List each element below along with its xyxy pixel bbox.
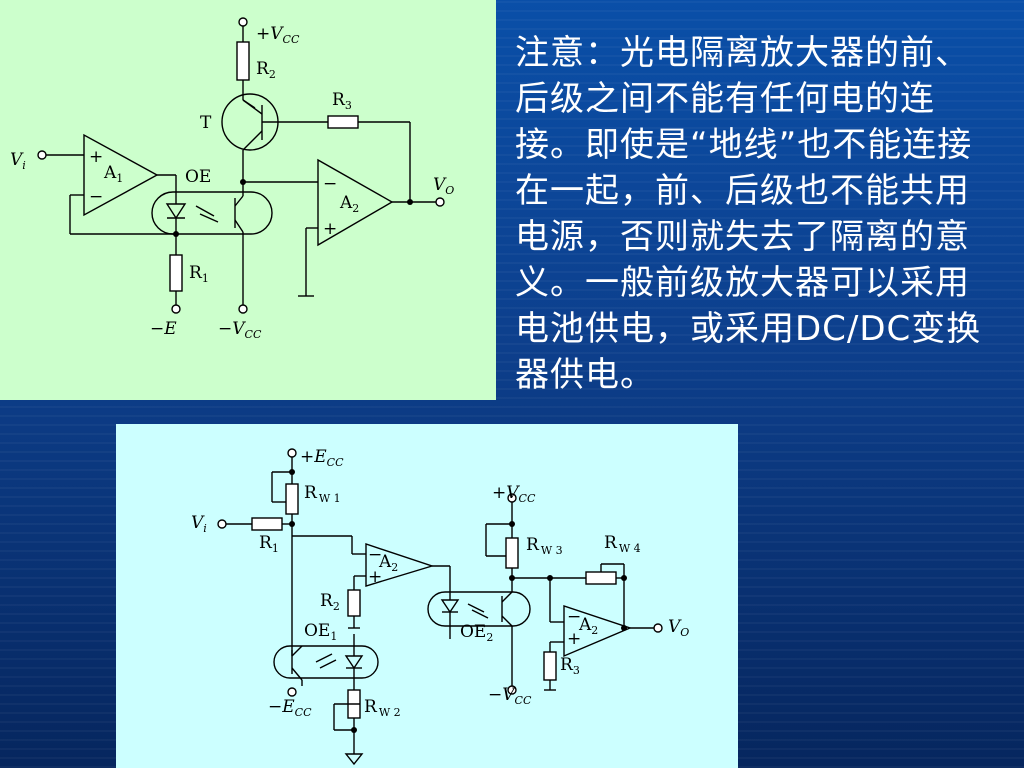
resistor-r2 — [236, 41, 250, 81]
resistor-r3-2 — [543, 651, 557, 681]
a1-label: A1 — [103, 163, 123, 185]
vcc-minus-label-2: −VCC — [488, 685, 532, 707]
vcc-plus-terminal — [238, 17, 248, 27]
opamp-a2-right — [563, 605, 632, 658]
vi-label-2: Vi — [191, 513, 207, 535]
svg-text:−: − — [89, 187, 103, 207]
potentiometer-rw3 — [505, 537, 519, 569]
vo-label-2: VO — [668, 617, 689, 639]
potentiometer-rw4 — [585, 571, 617, 585]
svg-text:−: − — [323, 174, 337, 194]
optocoupler-oe — [151, 191, 273, 235]
r3-label-2: R3 — [560, 655, 580, 677]
optocoupler-oe2 — [427, 591, 531, 627]
vcc-minus-label: −VCC — [218, 319, 262, 341]
led-oe1 — [344, 655, 364, 670]
circuit-panel-1: +VCC R2 T R3 Vi + − A1 — [0, 0, 496, 400]
r1-label-2: R1 — [259, 533, 279, 555]
svg-text:−: − — [368, 545, 382, 565]
led-oe2 — [440, 599, 460, 614]
ground-symbol-2 — [344, 753, 364, 766]
oe1-label: OE1 — [304, 621, 337, 643]
a2-right-label: A2 — [578, 615, 598, 637]
circuit-diagram-1: +VCC R2 T R3 Vi + − A1 — [10, 17, 454, 341]
vcc-plus-label: +VCC — [256, 24, 300, 46]
ecc-plus-label: +ECC — [300, 447, 344, 469]
opamp-a2-left — [365, 543, 435, 587]
oe-label: OE — [185, 167, 211, 187]
note-text: 注意：光电隔离放大器的前、后级之间不能有任何电的连接。即使是“地线”也不能连接在… — [515, 33, 982, 395]
resistor-r3 — [327, 115, 359, 129]
optocoupler-oe1 — [273, 645, 379, 679]
opamp-a1 — [83, 133, 159, 217]
resistor-r1 — [169, 254, 183, 292]
r3-label: R3 — [332, 90, 352, 112]
potentiometer-rw1 — [285, 483, 299, 515]
vcc-plus-label-2: +VCC — [492, 483, 536, 505]
vi-terminal — [37, 150, 47, 160]
a2-left-label: A2 — [378, 552, 398, 574]
r2-label-2: R2 — [320, 591, 340, 613]
neg-e-label: −E — [150, 319, 177, 339]
vcc-minus-terminal-2 — [507, 685, 517, 695]
svg-text:+: + — [567, 629, 581, 649]
r2-label: R2 — [256, 59, 276, 81]
ecc-plus-terminal — [287, 448, 297, 458]
oe2-label: OE2 — [460, 622, 493, 644]
svg-text:+: + — [89, 147, 103, 167]
vi-label: Vi — [10, 150, 26, 172]
ecc-minus-label: −ECC — [268, 697, 312, 719]
svg-text:+: + — [368, 567, 382, 587]
led-diode — [165, 203, 187, 220]
r1-label: R1 — [189, 263, 209, 285]
a2-label: A2 — [339, 193, 359, 215]
svg-text:+: + — [323, 219, 337, 239]
neg-e-terminal — [171, 304, 181, 314]
vo-label: VO — [433, 175, 454, 197]
vo-terminal-2 — [653, 623, 663, 633]
vcc-minus-terminal — [238, 304, 248, 314]
transistor-label: T — [200, 113, 212, 133]
ecc-minus-terminal — [287, 687, 297, 697]
svg-text:−: − — [567, 607, 581, 627]
vo-terminal — [435, 197, 445, 207]
resistor-r1-2 — [251, 517, 283, 531]
vi-terminal-2 — [217, 519, 227, 529]
opamp-a2 — [317, 158, 394, 247]
resistor-r2-2 — [347, 589, 361, 617]
